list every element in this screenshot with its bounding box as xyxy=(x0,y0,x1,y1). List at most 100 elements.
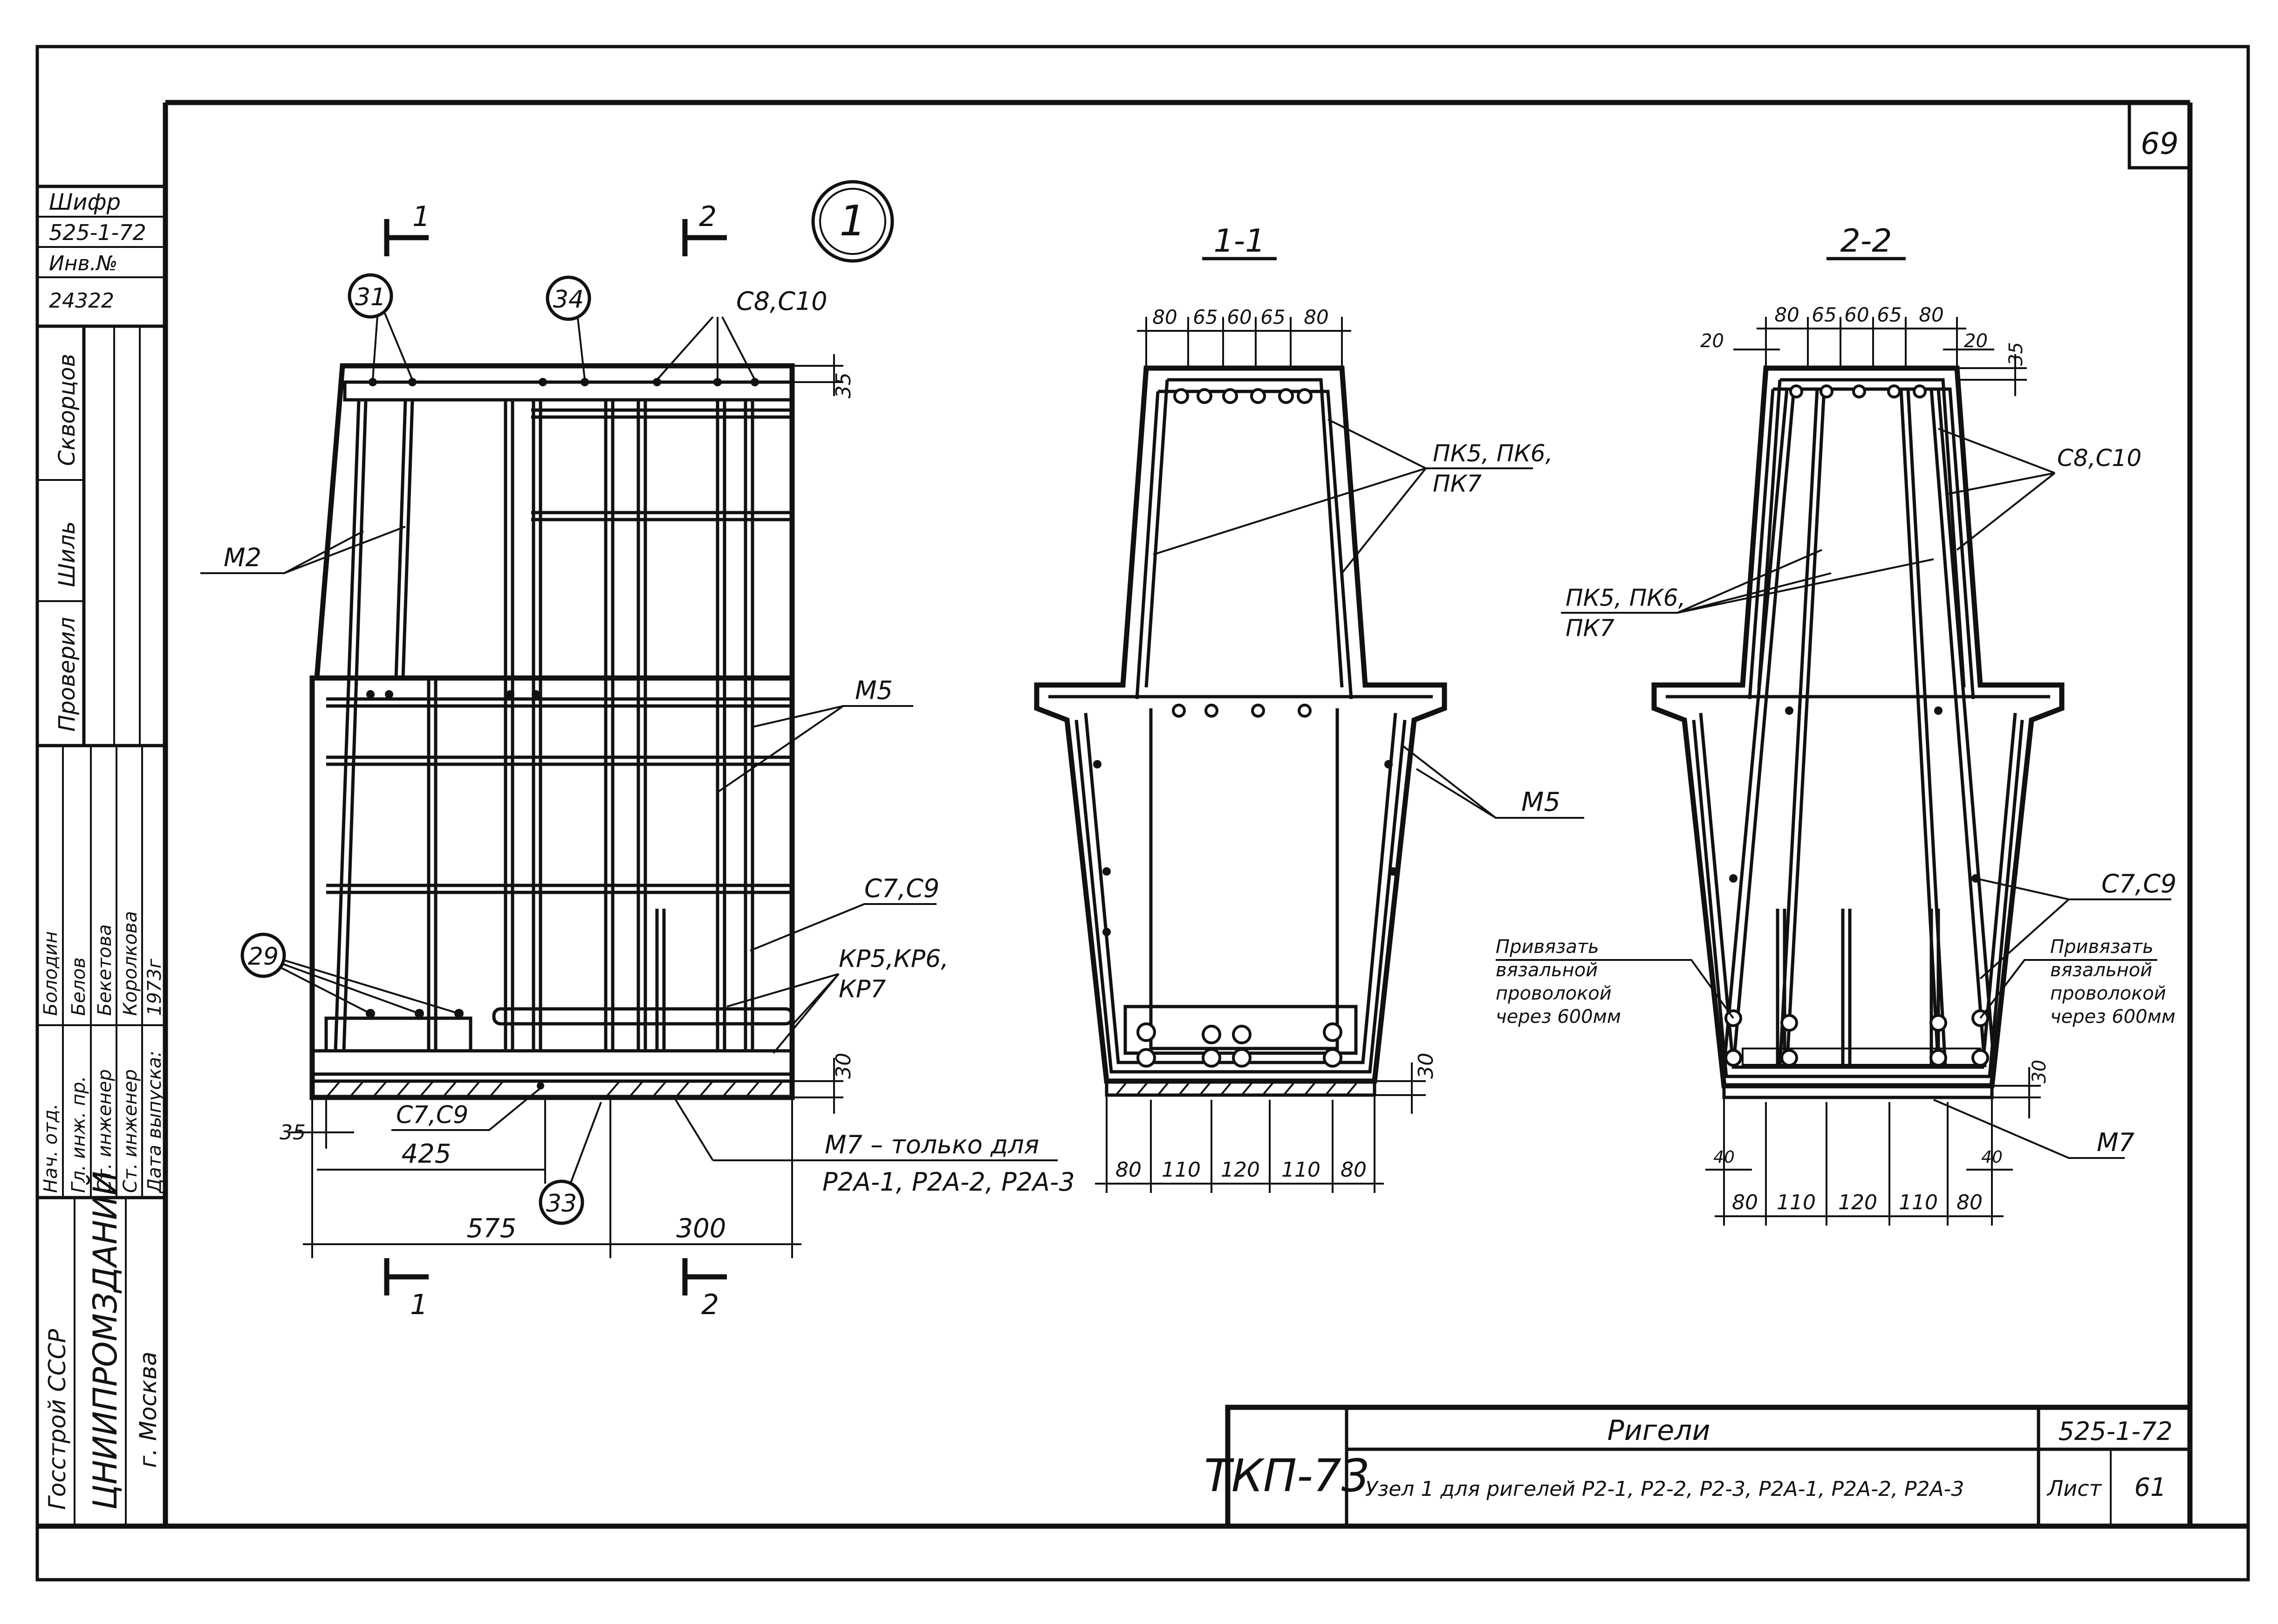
page-number: 69 xyxy=(2141,127,2178,161)
staff-role-5: Дата выпуска: xyxy=(144,1051,165,1194)
tie-left-3: проволокой xyxy=(1496,983,1612,1004)
staff-name-3: Бекетова xyxy=(94,924,116,1016)
cipher-label: Шифр xyxy=(49,189,121,215)
label-kp7: КР7 xyxy=(839,975,886,1003)
side-stamp: Шифр 525-1-72 Инв.№ 24322 Скворцов Шиль … xyxy=(37,185,165,1526)
label-pk-2-2: ПК5, ПК6, xyxy=(1566,584,1686,611)
dim-35-left: 35 xyxy=(280,1121,306,1144)
s22-top-dim-1: 80 xyxy=(1774,303,1799,326)
callout-34: 34 xyxy=(553,286,584,314)
s22-cover-dim: 30 xyxy=(2029,1060,2050,1083)
label-c7c9-2-2: С7,С9 xyxy=(2101,869,2176,898)
sheet-label: Лист xyxy=(2046,1476,2102,1501)
s22-top-dim-2: 65 xyxy=(1812,303,1836,326)
section-1-1-rods xyxy=(1136,388,1342,1068)
cipher-value: 525-1-72 xyxy=(49,220,146,245)
series-code: ТКП-73 xyxy=(1204,1450,1370,1502)
tie-left-1: Привязать xyxy=(1496,936,1599,958)
staff-role-4: Ст. инженер xyxy=(120,1069,141,1193)
org-line1: Госстрой СССР xyxy=(44,1329,71,1510)
label-m5-1-1: М5 xyxy=(1521,787,1560,817)
s22-side-dim-right: 20 xyxy=(1964,330,1988,352)
signature-1: Скворцов xyxy=(54,354,80,466)
label-m7-2-2: М7 xyxy=(2097,1128,2134,1157)
signature-3: Проверил xyxy=(54,617,80,732)
staff-name-2: Белов xyxy=(68,957,89,1016)
label-pk7-2-2: ПК7 xyxy=(1566,615,1614,642)
label-m7-types: Р2А-1, Р2А-2, Р2А-3 xyxy=(822,1167,1075,1197)
title-code: 525-1-72 xyxy=(2058,1417,2172,1446)
s11-top-dim-5: 80 xyxy=(1304,306,1328,329)
tie-right-2: вязальной xyxy=(2050,959,2152,981)
staff-name-5: 1973г xyxy=(144,958,165,1016)
label-c7c9-bottom: С7,С9 xyxy=(396,1101,468,1129)
label-c8c10-2-2: С8,С10 xyxy=(2057,445,2141,472)
elevation-node-1: 1 1 2 1 2 xyxy=(200,180,1075,1321)
label-c7c9-elev: С7,С9 xyxy=(864,874,939,903)
section-2-2-rods xyxy=(1724,384,1989,1067)
inventory-value: 24322 xyxy=(49,289,114,313)
tie-left-4: через 600мм xyxy=(1496,1006,1621,1028)
vertical-stirrups xyxy=(334,400,754,1051)
staff-role-2: Гл. инж. пр. xyxy=(68,1076,89,1193)
s22-small-dim-left: 40 xyxy=(1713,1148,1735,1167)
title-block: ТКП-73 Ригели Узел 1 для ригелей Р2-1, Р… xyxy=(1204,1405,2193,1529)
s22-bottom-dim-4: 110 xyxy=(1899,1191,1938,1214)
dim-35-elev: 35 xyxy=(832,372,855,398)
tie-right-1: Привязать xyxy=(2050,936,2154,958)
s11-bottom-dim-1: 80 xyxy=(1115,1158,1142,1182)
s11-top-dim-2: 65 xyxy=(1193,306,1218,329)
label-kp: КР5,КР6, xyxy=(839,945,949,973)
s22-top-cover: 35 xyxy=(2005,342,2027,366)
cut-1-top: 1 xyxy=(412,200,430,233)
tie-right-3: проволокой xyxy=(2050,983,2166,1004)
signature-2: Шиль xyxy=(54,521,80,588)
section-1-1: 1-1 xyxy=(1034,223,1584,1193)
staff-name-1: Болодин xyxy=(40,931,62,1016)
s11-top-dim-3: 60 xyxy=(1227,306,1252,329)
tie-right-4: через 600мм xyxy=(2050,1006,2175,1028)
label-m5-elev: М5 xyxy=(855,676,893,705)
section-1-1-title: 1-1 xyxy=(1213,223,1265,260)
s22-side-dim-left: 20 xyxy=(1700,330,1724,352)
label-pk7-1-1: ПК7 xyxy=(1433,470,1482,497)
s22-bottom-dim-5: 80 xyxy=(1956,1191,1983,1214)
tie-left-2: вязальной xyxy=(1496,959,1598,981)
s22-bottom-dim-2: 110 xyxy=(1777,1191,1816,1214)
callout-33: 33 xyxy=(546,1190,577,1218)
section-2-2: 2-2 xyxy=(1496,223,2176,1226)
s22-top-dim-3: 60 xyxy=(1844,303,1869,326)
label-m2: М2 xyxy=(224,543,261,572)
label-pk-1-1: ПК5, ПК6, xyxy=(1433,440,1553,467)
label-m7-elev: М7 – только для xyxy=(825,1130,1039,1159)
cut-2-bottom: 2 xyxy=(701,1288,719,1321)
drawing-subtitle: Узел 1 для ригелей Р2-1, Р2-2, Р2-3, Р2А… xyxy=(1365,1477,1964,1501)
s11-bottom-dim-3: 120 xyxy=(1221,1158,1260,1182)
cut-1-bottom: 1 xyxy=(410,1288,428,1321)
s11-bottom-dim-5: 80 xyxy=(1341,1158,1367,1182)
s22-bottom-dim-1: 80 xyxy=(1732,1191,1758,1214)
s22-top-dim-4: 65 xyxy=(1877,303,1902,326)
org-line2: ЦНИИПРОМЗДАНИЙ xyxy=(86,1171,124,1510)
s11-bottom-dim-4: 110 xyxy=(1281,1158,1320,1182)
s22-top-dim-5: 80 xyxy=(1919,303,1943,326)
rebar-dots xyxy=(366,378,759,1090)
label-c8c10-elev: С8,С10 xyxy=(736,287,828,316)
staff-role-3: Ст. инженер xyxy=(94,1069,116,1193)
org-line3: г. Москва xyxy=(135,1351,162,1468)
callout-31: 31 xyxy=(355,283,386,311)
section-2-2-title: 2-2 xyxy=(1840,223,1892,260)
drawing-title: Ригели xyxy=(1608,1414,1710,1447)
dim-575: 575 xyxy=(467,1213,517,1244)
sheet-number: 61 xyxy=(2134,1473,2167,1502)
node-number: 1 xyxy=(839,197,866,246)
staff-name-4: Королкова xyxy=(120,911,141,1016)
staff-role-1: Нач. отд. xyxy=(40,1103,62,1193)
s22-bottom-dim-3: 120 xyxy=(1838,1191,1877,1214)
inventory-label: Инв.№ xyxy=(49,252,117,275)
dim-30-elev: 30 xyxy=(832,1053,855,1079)
s11-top-dim-4: 65 xyxy=(1260,306,1285,329)
s11-cover-dim: 30 xyxy=(1414,1053,1438,1079)
s11-top-dim-1: 80 xyxy=(1152,306,1177,329)
